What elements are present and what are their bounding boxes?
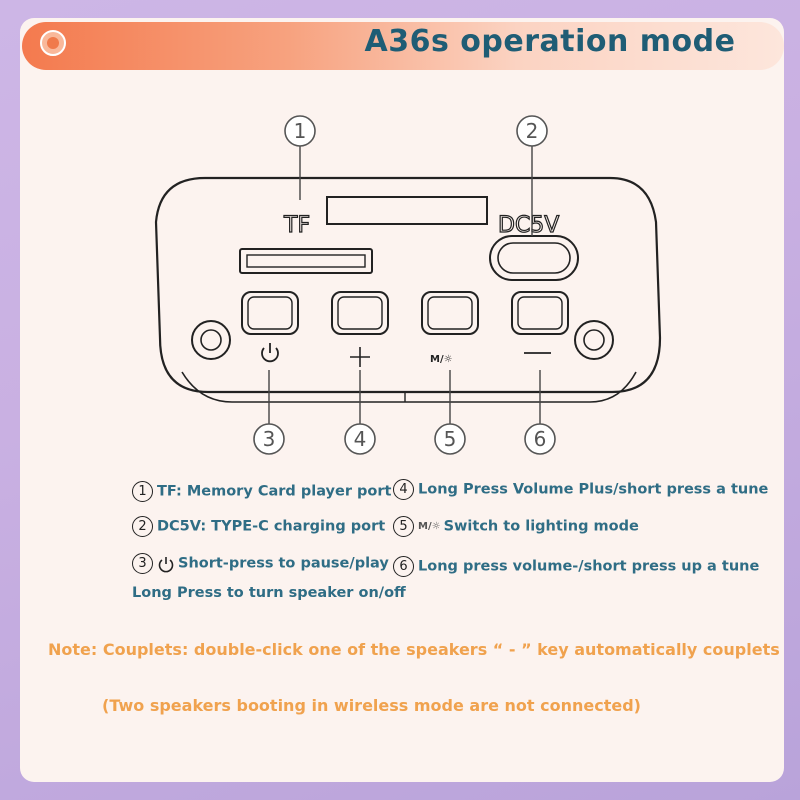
svg-text:1: 1 <box>294 119 307 143</box>
panel-outline <box>154 176 662 394</box>
callout-2: 2 <box>516 115 548 147</box>
legend-num-4: 4 <box>393 479 414 500</box>
legend-text-3b: Long Press to turn speaker on/off <box>132 585 406 601</box>
legend-item-3b: Long Press to turn speaker on/off <box>132 585 406 601</box>
svg-text:4: 4 <box>354 427 367 451</box>
header-bar <box>22 22 784 70</box>
tf-label: TF <box>283 213 310 238</box>
legend-num-3: 3 <box>132 553 153 574</box>
wireless-note: (Two speakers booting in wireless mode a… <box>102 696 641 715</box>
legend-text-2: DC5V: TYPE-C charging port <box>157 518 386 535</box>
left-screw-icon <box>191 320 231 360</box>
svg-text:6: 6 <box>534 427 547 451</box>
legend-text-3: Short-press to pause/play <box>178 555 389 572</box>
legend-item-5: 5 M/☼Switch to lighting mode <box>393 516 639 537</box>
page-title: A36s operation mode <box>364 24 736 59</box>
header-dot-icon <box>40 30 66 56</box>
mode-icon: M/☼ <box>418 521 441 532</box>
legend-text-6: Long press volume-/short press up a tune <box>418 558 760 575</box>
legend-num-5: 5 <box>393 516 414 537</box>
mode-icon: M/☼ <box>430 354 453 365</box>
svg-text:3: 3 <box>263 427 276 451</box>
usb-slot <box>239 248 373 274</box>
power-icon <box>158 556 174 572</box>
legend-num-1: 1 <box>132 481 153 502</box>
legend-item-3: 3 Short-press to pause/play <box>132 553 389 574</box>
couplets-note: Note: Couplets: double-click one of the … <box>48 640 780 659</box>
legend-text-4: Long Press Volume Plus/short press a tun… <box>418 481 769 498</box>
dc5v-label: DC5V <box>498 213 559 238</box>
svg-text:5: 5 <box>444 427 457 451</box>
callout-4: 4 <box>344 423 376 455</box>
plus-icon <box>350 347 370 367</box>
plus-button <box>331 291 389 335</box>
mode-button <box>421 291 479 335</box>
callout-6: 6 <box>524 423 556 455</box>
legend-text-1: TF: Memory Card player port <box>157 483 392 500</box>
legend-num-6: 6 <box>393 556 414 577</box>
legend-num-2: 2 <box>132 516 153 537</box>
power-icon <box>261 343 279 363</box>
content-card <box>20 18 784 782</box>
panel-base-line <box>181 371 637 403</box>
dc5v-port <box>489 235 579 281</box>
legend-text-5: Switch to lighting mode <box>443 518 639 535</box>
power-button <box>241 291 299 335</box>
callout-1: 1 <box>284 115 316 147</box>
callout-5: 5 <box>434 423 466 455</box>
svg-text:2: 2 <box>526 119 539 143</box>
tf-card-slot <box>326 196 488 225</box>
minus-button <box>511 291 569 335</box>
callout-3: 3 <box>253 423 285 455</box>
right-screw-icon <box>574 320 614 360</box>
